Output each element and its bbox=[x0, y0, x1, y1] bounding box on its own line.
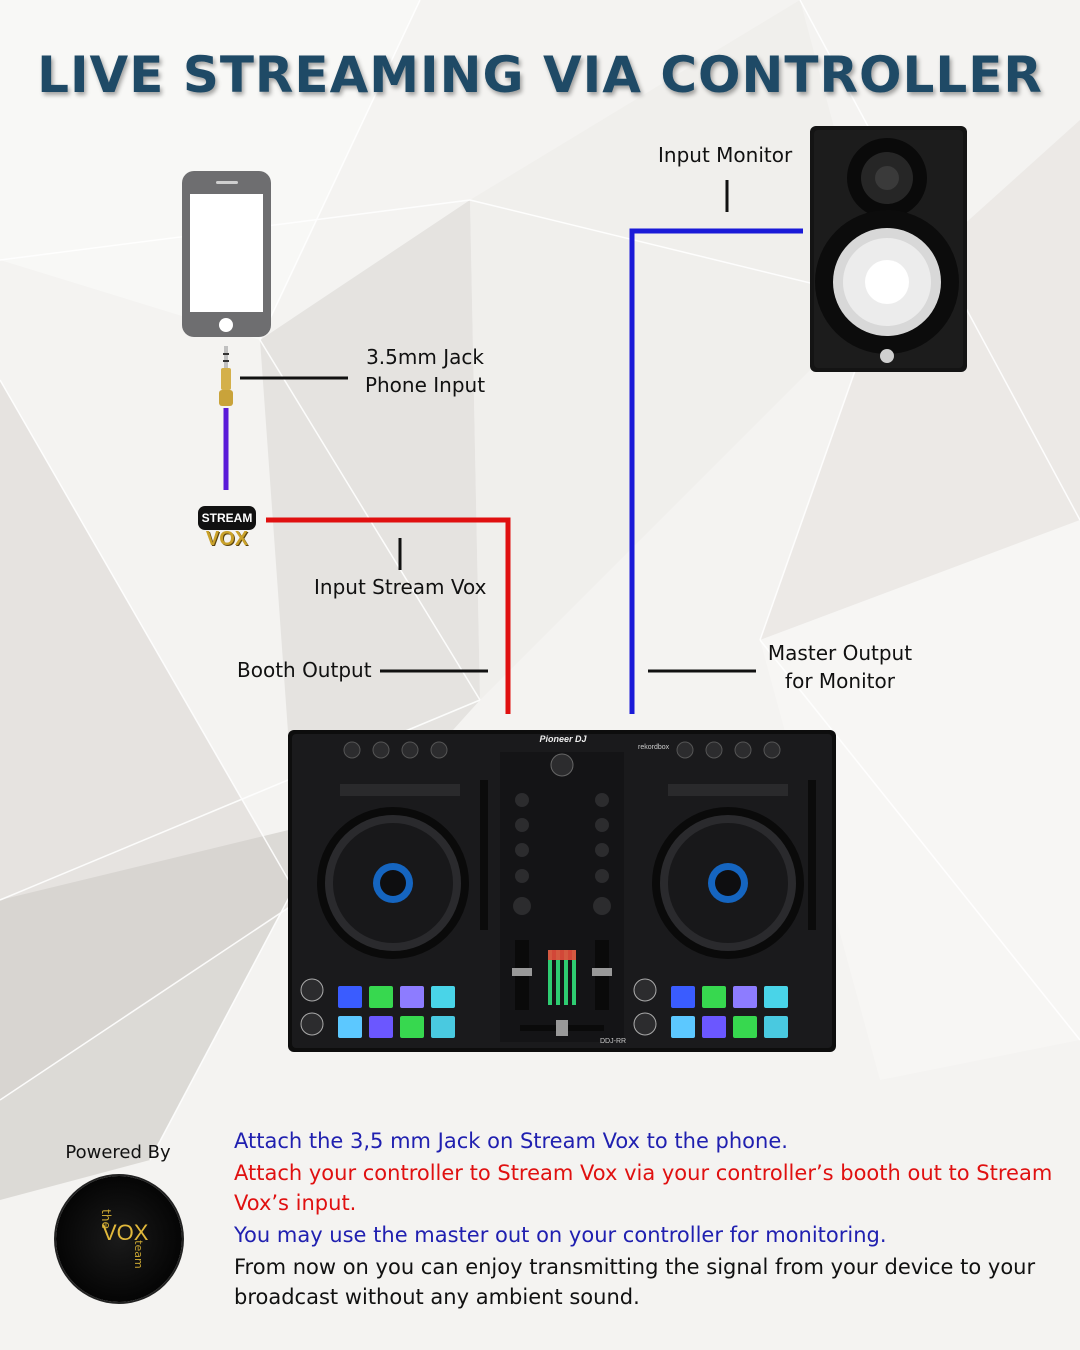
instruction-4: From now on you can enjoy transmitting t… bbox=[234, 1255, 1036, 1309]
input-monitor-label: Input Monitor bbox=[658, 143, 793, 167]
input-stream-vox-label: Input Stream Vox bbox=[314, 575, 487, 599]
controller-software: rekordbox bbox=[638, 744, 670, 751]
controller-model: DDJ-RR bbox=[600, 1038, 627, 1045]
performance-pad bbox=[733, 1016, 757, 1038]
master-output-cable bbox=[629, 228, 803, 714]
instruction-1: Attach the 3,5 mm Jack on Stream Vox to … bbox=[234, 1129, 788, 1153]
jack-label: 3.5mm Jack Phone Input bbox=[356, 343, 494, 399]
jack-label-line2: Phone Input bbox=[364, 373, 486, 397]
instruction-3: You may use the master out on your contr… bbox=[234, 1223, 887, 1247]
master-output-label: Master Output for Monitor bbox=[762, 639, 918, 695]
performance-pad bbox=[400, 986, 424, 1008]
performance-pad bbox=[431, 1016, 455, 1038]
performance-pad bbox=[671, 986, 695, 1008]
stream-vox-logo-top: STREAM bbox=[198, 506, 256, 530]
studio-monitor-speaker bbox=[810, 126, 967, 372]
master-label-line1: Master Output bbox=[767, 641, 913, 665]
performance-pad bbox=[338, 1016, 362, 1038]
stream-vox-logo: STREAM VOX bbox=[198, 504, 256, 550]
performance-pad bbox=[338, 986, 362, 1008]
phone-icon bbox=[182, 171, 271, 337]
booth-output-cable bbox=[266, 517, 511, 714]
vox-team-logo: the VOX team bbox=[56, 1176, 182, 1302]
performance-pad bbox=[369, 1016, 393, 1038]
controller-brand: Pioneer DJ bbox=[539, 734, 587, 744]
performance-pad bbox=[400, 1016, 424, 1038]
booth-output-label: Booth Output bbox=[237, 658, 372, 682]
performance-pad bbox=[702, 986, 726, 1008]
powered-by-label: Powered By bbox=[65, 1142, 171, 1163]
performance-pad bbox=[733, 986, 757, 1008]
stream-vox-logo-bottom: VOX bbox=[205, 528, 249, 550]
vox-logo-vox: VOX bbox=[102, 1220, 149, 1245]
page-title: LIVE STREAMING VIA CONTROLLER bbox=[37, 46, 1043, 104]
performance-pad bbox=[671, 1016, 695, 1038]
performance-pad bbox=[764, 986, 788, 1008]
jack-label-line1: 3.5mm Jack bbox=[366, 345, 484, 369]
performance-pad bbox=[431, 986, 455, 1008]
performance-pad bbox=[702, 1016, 726, 1038]
jack-plug-icon bbox=[219, 346, 233, 406]
master-label-line2: for Monitor bbox=[785, 669, 895, 693]
instructions: Attach the 3,5 mm Jack on Stream Vox to … bbox=[234, 1126, 1054, 1314]
instruction-2: Attach your controller to Stream Vox via… bbox=[234, 1161, 1053, 1215]
performance-pad bbox=[764, 1016, 788, 1038]
vox-logo-team: team bbox=[131, 1240, 145, 1269]
performance-pad bbox=[369, 986, 393, 1008]
dj-controller bbox=[288, 730, 836, 1052]
